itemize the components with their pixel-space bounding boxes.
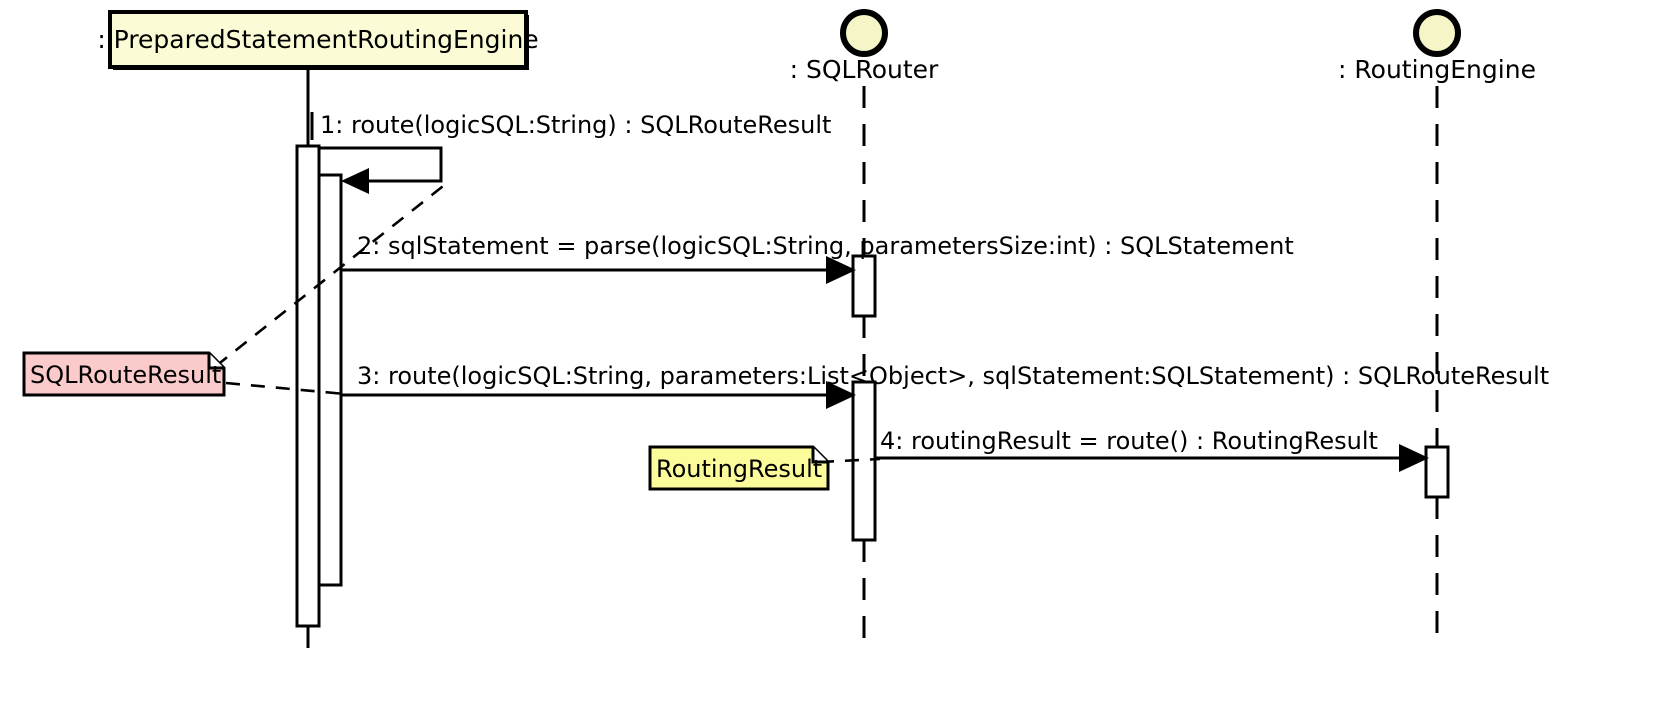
note-fold-corner-icon bbox=[207, 353, 224, 370]
participant-label: : RoutingEngine bbox=[1338, 55, 1536, 84]
note-routing-result[interactable]: RoutingResult bbox=[648, 445, 830, 491]
message-2-arrowhead bbox=[826, 256, 856, 284]
note-label: SQLRouteResult bbox=[30, 361, 221, 389]
activation-bars bbox=[295, 144, 1450, 628]
participant-label: : SQLRouter bbox=[790, 55, 939, 84]
message-2[interactable]: 2: sqlStatement = parse(logicSQL:String,… bbox=[341, 232, 1294, 284]
message-3-label: 3: route(logicSQL:String, parameters:Lis… bbox=[357, 362, 1549, 390]
self-call-loop-prepared-statement-routing-engine[interactable] bbox=[319, 146, 443, 194]
message-4-arrowhead bbox=[1399, 444, 1429, 472]
actor-circle-icon bbox=[840, 9, 888, 57]
participant-label: : PreparedStatementRoutingEngine bbox=[97, 25, 538, 54]
note-body bbox=[648, 445, 830, 491]
message-1-label: 1: route(logicSQL:String) : SQLRouteResu… bbox=[320, 111, 831, 139]
activation-bar-prepared-statement-routing-engine-nested bbox=[317, 173, 343, 587]
self-call-path bbox=[319, 146, 443, 183]
participant-box bbox=[108, 10, 528, 69]
note-fold-corner-icon bbox=[811, 447, 828, 464]
message-4-label: 4: routingResult = route() : RoutingResu… bbox=[880, 427, 1378, 455]
message-2-label: 2: sqlStatement = parse(logicSQL:String,… bbox=[357, 232, 1294, 260]
actor-circle-icon bbox=[1413, 9, 1461, 57]
note-link-sql-route-result-to-message-3 bbox=[225, 381, 346, 396]
message-1[interactable]: 1: route(logicSQL:String) : SQLRouteResu… bbox=[310, 111, 831, 140]
activation-bar-prepared-statement-routing-engine-outer bbox=[295, 144, 321, 628]
note-link-routing-result-to-message-4 bbox=[819, 457, 881, 464]
participant-head-prepared-statement-routing-engine[interactable]: : PreparedStatementRoutingEngine bbox=[97, 10, 539, 70]
note-connectors bbox=[215, 181, 881, 464]
note-sql-route-result[interactable]: SQLRouteResult bbox=[22, 351, 226, 397]
self-call-arrowhead bbox=[341, 168, 369, 194]
message-4[interactable]: 4: routingResult = route() : RoutingResu… bbox=[875, 427, 1429, 472]
lifelines bbox=[306, 67, 1439, 648]
participant-head-sql-router[interactable]: : SQLRouter bbox=[790, 9, 939, 84]
note-body bbox=[22, 351, 226, 397]
message-3-arrowhead bbox=[826, 381, 856, 409]
activation-bar-routing-engine-1 bbox=[1424, 445, 1450, 499]
note-label: RoutingResult bbox=[656, 455, 822, 483]
message-3[interactable]: 3: route(logicSQL:String, parameters:Lis… bbox=[341, 362, 1549, 409]
participant-head-routing-engine[interactable]: : RoutingEngine bbox=[1338, 9, 1536, 84]
activation-bar-sql-router-1 bbox=[851, 254, 877, 318]
